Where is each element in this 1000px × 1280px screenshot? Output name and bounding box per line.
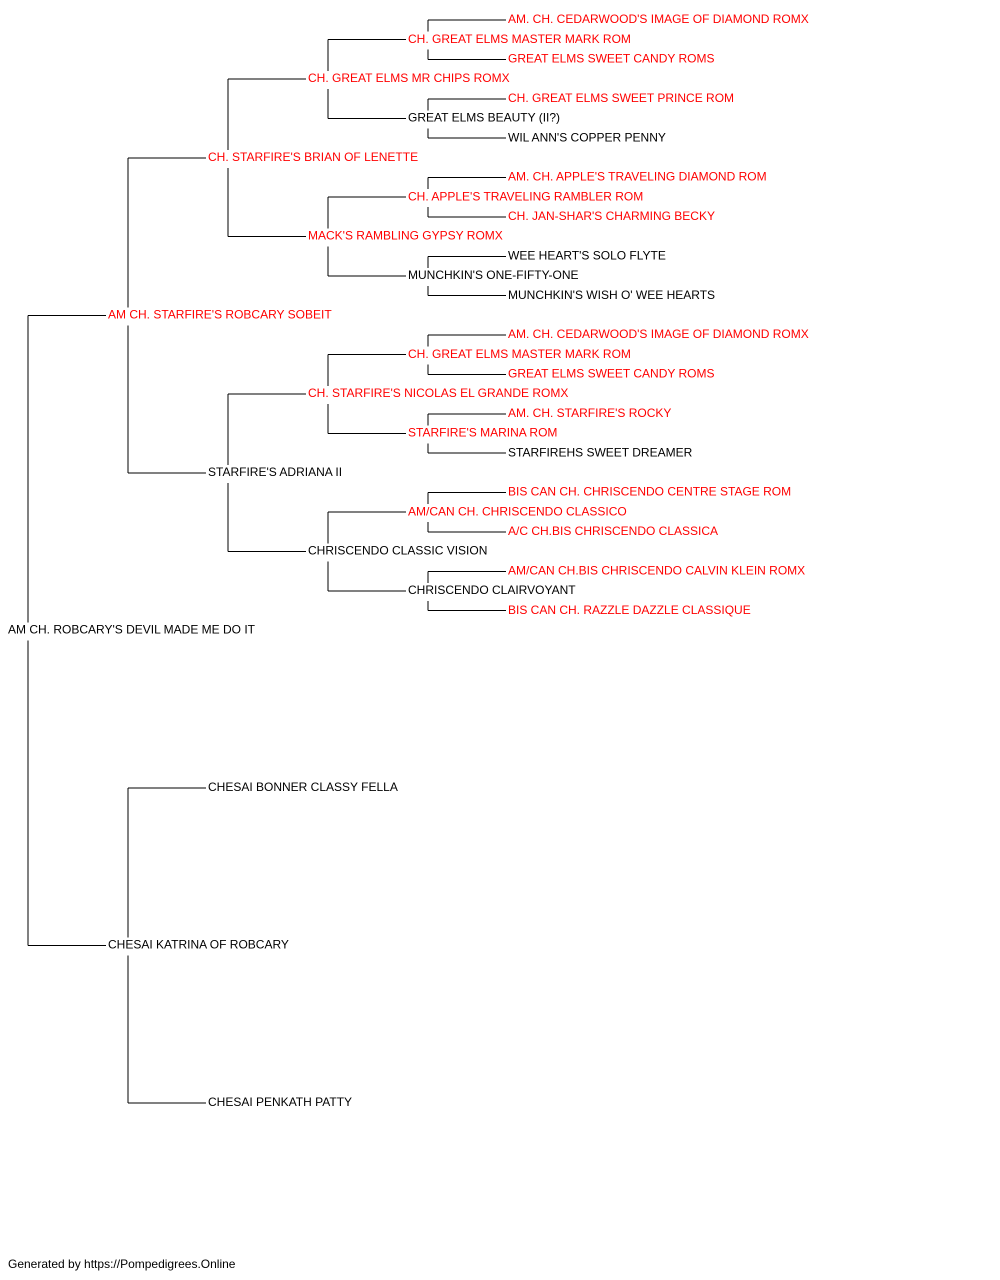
ancestor-name[interactable]: MUNCHKIN'S ONE-FIFTY-ONE <box>408 268 579 282</box>
ancestor-name[interactable]: MACK'S RAMBLING GYPSY ROMX <box>308 229 503 243</box>
footer-credit: Generated by https://Pompedigrees.Online <box>8 1257 236 1271</box>
ancestor-name[interactable]: CH. GREAT ELMS MASTER MARK ROM <box>408 347 631 361</box>
ancestor-name[interactable]: CH. JAN-SHAR'S CHARMING BECKY <box>508 209 715 223</box>
ancestor-name[interactable]: CH. GREAT ELMS MR CHIPS ROMX <box>308 71 510 85</box>
ancestor-name[interactable]: CH. STARFIRE'S NICOLAS EL GRANDE ROMX <box>308 386 568 400</box>
ancestor-name[interactable]: AM. CH. STARFIRE'S ROCKY <box>508 406 671 420</box>
ancestor-name[interactable]: CH. GREAT ELMS MASTER MARK ROM <box>408 32 631 46</box>
ancestor-name[interactable]: STARFIRE'S MARINA ROM <box>408 426 557 440</box>
ancestor-name[interactable]: AM CH. STARFIRE'S ROBCARY SOBEIT <box>108 307 332 321</box>
ancestor-name[interactable]: CH. STARFIRE'S BRIAN OF LENETTE <box>208 150 418 164</box>
ancestor-name[interactable]: GREAT ELMS SWEET CANDY ROMS <box>508 52 714 66</box>
ancestor-name[interactable]: AM. CH. CEDARWOOD'S IMAGE OF DIAMOND ROM… <box>508 327 809 341</box>
ancestor-name[interactable]: BIS CAN CH. RAZZLE DAZZLE CLASSIQUE <box>508 603 751 617</box>
ancestor-name[interactable]: GREAT ELMS BEAUTY (II?) <box>408 111 560 125</box>
ancestor-name[interactable]: WEE HEART'S SOLO FLYTE <box>508 248 666 262</box>
ancestor-name[interactable]: WIL ANN'S COPPER PENNY <box>508 130 666 144</box>
ancestor-name[interactable]: CHESAI PENKATH PATTY <box>208 1095 352 1109</box>
ancestor-name[interactable]: GREAT ELMS SWEET CANDY ROMS <box>508 367 714 381</box>
ancestor-name[interactable]: AM. CH. CEDARWOOD'S IMAGE OF DIAMOND ROM… <box>508 12 809 26</box>
ancestor-name[interactable]: CHRISCENDO CLAIRVOYANT <box>408 583 576 597</box>
ancestor-name[interactable]: A/C CH.BIS CHRISCENDO CLASSICA <box>508 524 718 538</box>
ancestor-name[interactable]: CH. GREAT ELMS SWEET PRINCE ROM <box>508 91 734 105</box>
ancestor-name[interactable]: CHESAI KATRINA OF ROBCARY <box>108 937 289 951</box>
ancestor-name[interactable]: CHRISCENDO CLASSIC VISION <box>308 544 487 558</box>
ancestor-name[interactable]: AM/CAN CH.BIS CHRISCENDO CALVIN KLEIN RO… <box>508 563 805 577</box>
ancestor-name[interactable]: AM/CAN CH. CHRISCENDO CLASSICO <box>408 504 627 518</box>
ancestor-name[interactable]: MUNCHKIN'S WISH O' WEE HEARTS <box>508 288 715 302</box>
ancestor-name[interactable]: AM. CH. APPLE'S TRAVELING DIAMOND ROM <box>508 170 767 184</box>
ancestor-name[interactable]: AM CH. ROBCARY'S DEVIL MADE ME DO IT <box>8 622 256 636</box>
ancestor-name[interactable]: CH. APPLE'S TRAVELING RAMBLER ROM <box>408 189 643 203</box>
ancestor-name[interactable]: STARFIREHS SWEET DREAMER <box>508 445 693 459</box>
ancestor-name[interactable]: CHESAI BONNER CLASSY FELLA <box>208 780 398 794</box>
ancestor-name[interactable]: STARFIRE'S ADRIANA II <box>208 465 342 479</box>
ancestor-name[interactable]: BIS CAN CH. CHRISCENDO CENTRE STAGE ROM <box>508 485 791 499</box>
